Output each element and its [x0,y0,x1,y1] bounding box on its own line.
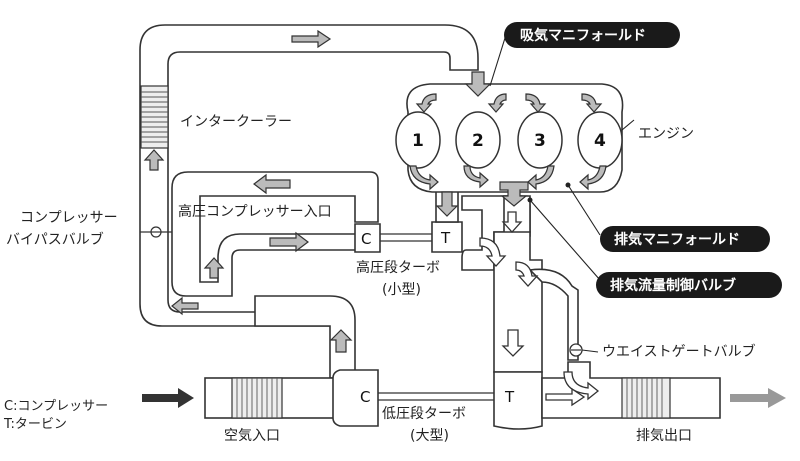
hp-turbine: T [431,221,463,253]
legend-turbine: T:タービン [3,417,67,432]
exhaust-outlet-pipe [541,361,721,419]
cylinder-1-label: 1 [412,131,424,151]
cylinder-4-label: 4 [594,131,606,151]
lp-compressor-letter: C [360,388,370,406]
cylinder-1-body [395,111,441,169]
intake-manifold [406,83,624,193]
lp-turbo-label-line1: 低圧段ターボ [382,406,466,422]
pill-exhaust-flow-control-valve: 排気流量制御バルブ [596,272,782,298]
lp-turbine-letter: T [504,388,515,406]
lp-compressor: C [332,369,379,427]
exhaust-manifold-label: 排気マニフォールド [614,231,740,248]
leader-exhaust-manifold [567,184,601,236]
wastegate-valve-label: ウエイストゲートバルブ [602,343,756,360]
flow-arrow-exhaust-2 [479,237,507,267]
flow-arrow-left-inner [253,173,291,195]
hp-compressor-inlet-label: 高圧コンプレッサー入口 [178,203,332,220]
flow-arrow-up-inner [203,257,225,279]
lp-to-hp-pipe [254,295,356,379]
flow-arrow-exhaust-down [501,329,525,357]
lp-turbo-label-line2: (大型) [410,428,449,444]
flow-arrow-into-manifold [464,71,492,97]
leader-intake-manifold [489,37,506,87]
flow-arrow-right-to-hp-compressor [269,231,309,253]
flow-arrow-up-lp-to-hp [329,329,353,353]
exhaust-outlet-label: 排気出口 [636,428,692,444]
flow-arrow-to-outlet [545,387,586,407]
compressor-bypass-valve [140,226,172,238]
flow-arrow-exhaust-1 [501,211,523,233]
cylinder-2-body [455,111,501,169]
exhaust-outlet-arrow [730,388,786,408]
cylinder-2-label: 2 [472,131,484,151]
flow-arrow-top [291,29,332,49]
cylinder-3-body [517,111,563,169]
hp-compressor: C [354,223,381,253]
pill-intake-manifold: 吸気マニフォールド [504,22,680,48]
intercooler-label: インタークーラー [180,114,292,130]
hp-turbo-label-line2: (小型) [382,282,421,298]
intake-manifold-label: 吸気マニフォールド [520,27,646,44]
flow-arrow-exhaust-3 [515,261,539,287]
flow-arrow-left-bottom [171,296,199,316]
air-inlet-arrow [142,388,194,408]
wastegate-pipe [528,268,579,361]
air-inlet-label: 空気入口 [224,428,280,444]
intake-curved-arrows [409,93,607,191]
hp-turbo-label-line1: 高圧段ターボ [356,259,440,276]
hp-compressor-inlet-pipe [171,171,379,297]
legend-compressor: C:コンプレッサー [4,399,108,414]
leader-wastegate [581,349,599,353]
engine-label: エンジン [638,126,694,142]
wastegate-valve [569,343,583,357]
flow-arrow-down-hp-turbine [435,191,459,217]
pill-exhaust-manifold: 排気マニフォールド [600,226,770,252]
leader-exhaust-flow-valve [529,199,601,281]
flow-arrow-exhaust-junction [499,181,529,207]
cylinders: 1 2 3 4 [395,111,623,169]
flow-arrow-up-intercooler [143,149,165,171]
compressor-bypass-valve-label-line1: コンプレッサー [20,210,118,226]
cylinder-3-label: 3 [534,131,546,151]
exhaust-flow-control-valve-label: 排気流量制御バルブ [610,277,736,294]
intercooler [140,85,169,149]
compressor-bypass-valve-label-line2: バイパスバルブ [6,231,104,248]
flow-arrow-wastegate [563,371,600,401]
air-inlet-pipe [204,377,336,419]
hp-compressor-letter: C [361,230,371,248]
lp-turbine: T [493,371,543,430]
hp-turbine-letter: T [440,229,451,247]
leader-engine [621,119,635,131]
